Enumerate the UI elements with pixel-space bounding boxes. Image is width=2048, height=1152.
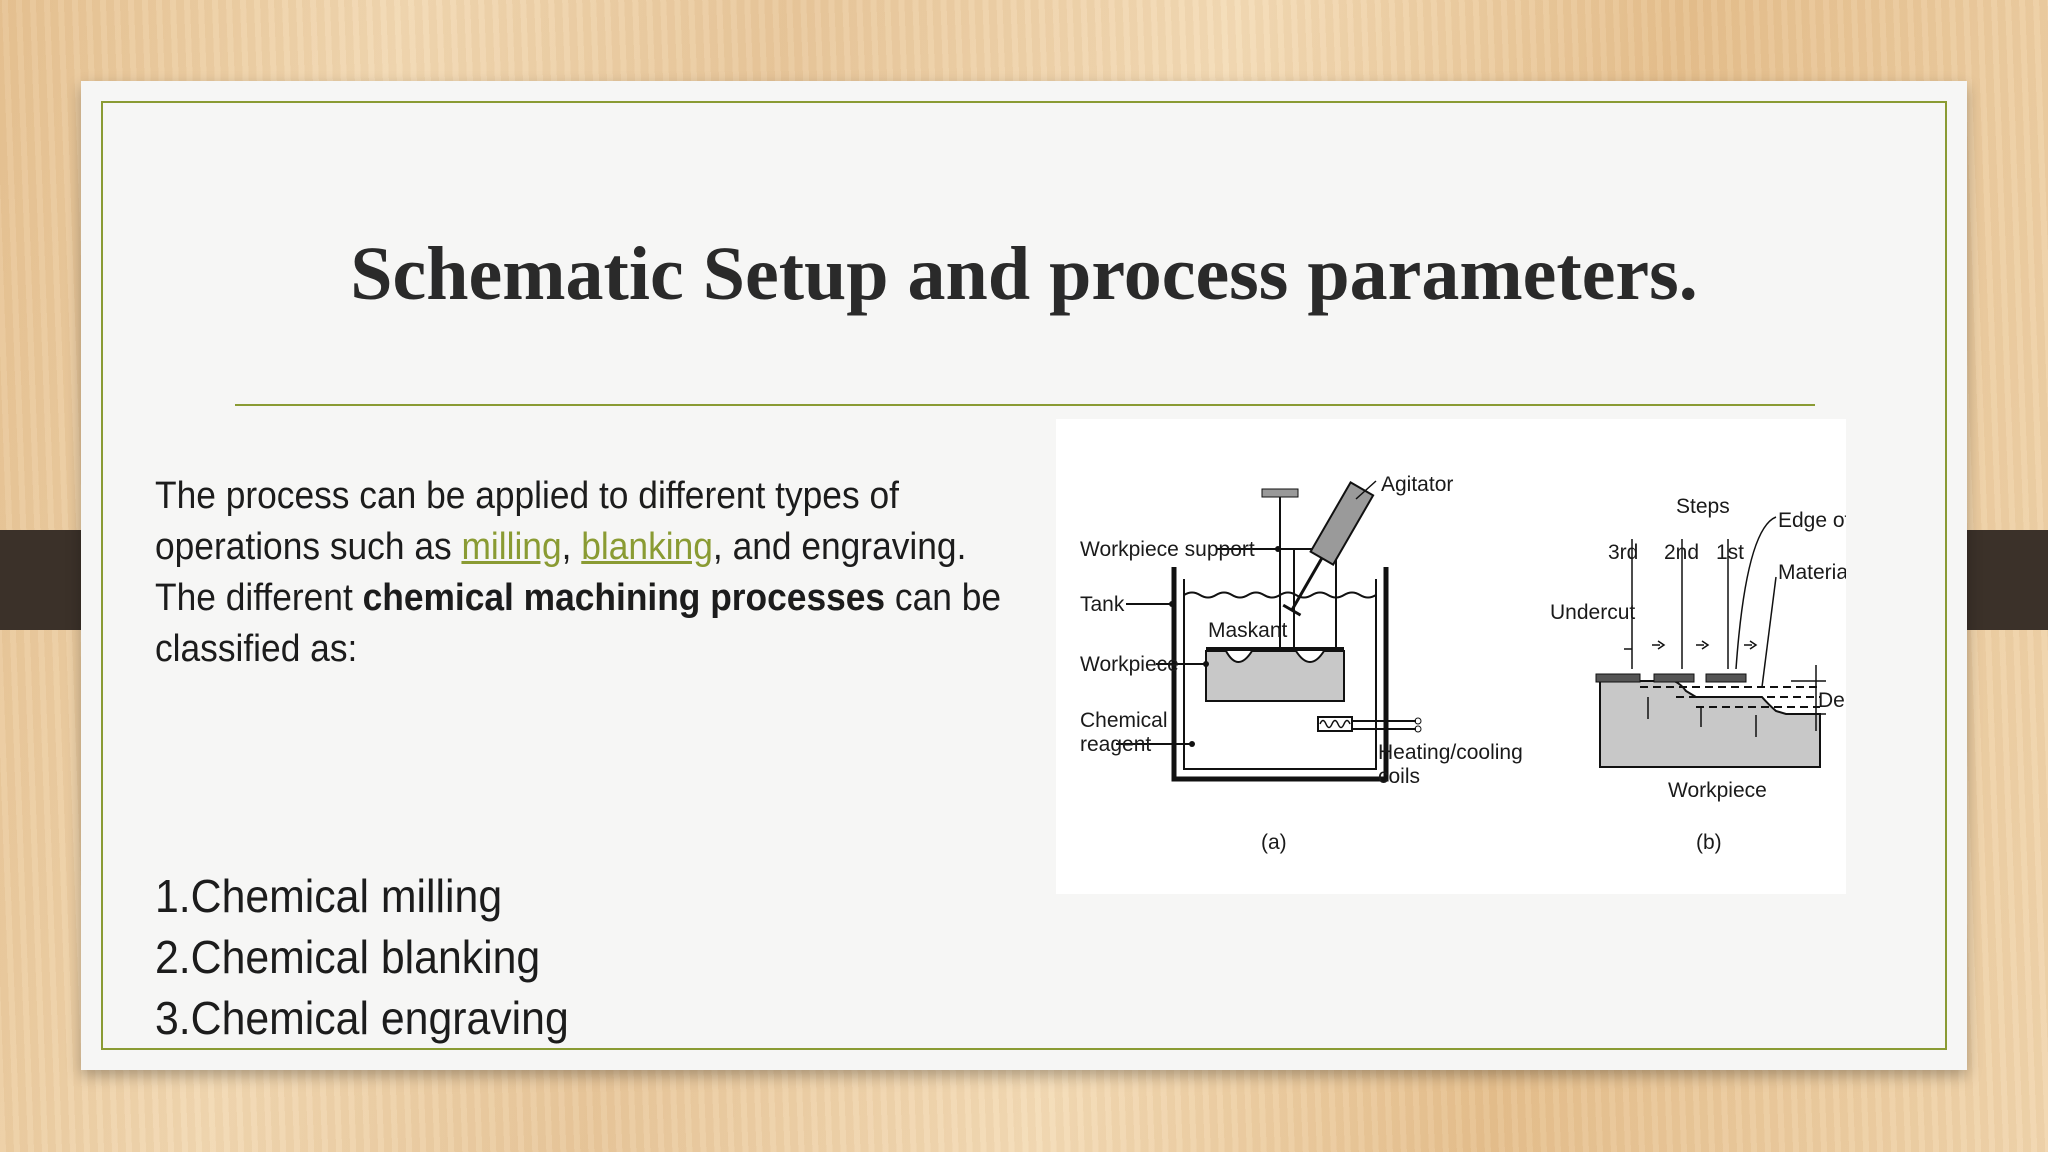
intro-separator: , bbox=[561, 526, 582, 568]
label-reagent: reagent bbox=[1080, 733, 1151, 756]
label-undercut: Undercut bbox=[1550, 601, 1635, 624]
label-1st: 1st bbox=[1716, 541, 1744, 564]
diagram-a: Agitator Workpiece support Tank Maskant … bbox=[1080, 473, 1523, 854]
arrow-mark bbox=[1652, 640, 1666, 650]
label-heating-cooling: Heating/cooling bbox=[1378, 741, 1523, 764]
intro-text-2: , and engraving. The different bbox=[155, 526, 967, 619]
agitator bbox=[1282, 481, 1375, 617]
title-divider bbox=[235, 404, 1815, 406]
workpiece-shape bbox=[1205, 650, 1345, 702]
milling-link[interactable]: milling bbox=[461, 526, 562, 568]
label-maskant: Maskant bbox=[1208, 619, 1288, 642]
list-item: 1.Chemical milling bbox=[155, 870, 503, 922]
tank-outline bbox=[1171, 567, 1389, 782]
list-item: 3.Chemical engraving bbox=[155, 992, 569, 1044]
label-material-removed: Material removed bbox=[1778, 561, 1846, 584]
intro-text-1: The process can be applied to different … bbox=[155, 475, 899, 568]
slide-card: Schematic Setup and process parameters. … bbox=[81, 81, 1967, 1070]
label-tank: Tank bbox=[1080, 593, 1125, 616]
label-workpiece-support: Workpiece support bbox=[1080, 538, 1255, 561]
list-item: 2.Chemical blanking bbox=[155, 931, 541, 983]
arrow-mark bbox=[1744, 640, 1758, 650]
heating-coils bbox=[1317, 716, 1422, 733]
maskant-strip bbox=[1653, 673, 1695, 683]
label-workpiece-b: Workpiece bbox=[1668, 779, 1767, 802]
maskant-strip bbox=[1705, 673, 1747, 683]
process-list: 1.Chemical milling 2.Chemical blanking 3… bbox=[155, 866, 569, 1049]
support-plate bbox=[1261, 488, 1299, 498]
blanking-link[interactable]: blanking bbox=[581, 526, 713, 568]
label-agitator: Agitator bbox=[1381, 473, 1453, 496]
label-chemical: Chemical bbox=[1080, 709, 1168, 732]
tank-inner-wall bbox=[1183, 579, 1377, 770]
label-3rd: 3rd bbox=[1608, 541, 1638, 564]
schematic-diagram: Agitator Workpiece support Tank Maskant … bbox=[1080, 473, 1846, 854]
arrow-mark bbox=[1696, 640, 1710, 650]
caption-a: (a) bbox=[1261, 831, 1287, 854]
label-workpiece-a: Workpiece bbox=[1080, 653, 1179, 676]
intro-bold-term: chemical machining processes bbox=[362, 577, 886, 619]
label-edge-of-maskant: Edge of maskant bbox=[1778, 509, 1846, 532]
label-2nd: 2nd bbox=[1664, 541, 1699, 564]
label-depth: Depth bbox=[1818, 689, 1846, 712]
label-coils: coils bbox=[1378, 765, 1420, 788]
material-leader bbox=[1761, 576, 1777, 688]
intro-paragraph: The process can be applied to different … bbox=[155, 471, 1020, 675]
schematic-figure: Agitator Workpiece support Tank Maskant … bbox=[1056, 419, 1846, 894]
intro-text-3: can be classified as: bbox=[155, 577, 1002, 670]
diagram-b: Steps 3rd 2nd 1st Edge of maskant Materi… bbox=[1550, 495, 1846, 854]
slide-frame bbox=[101, 101, 1947, 1050]
slide-title: Schematic Setup and process parameters. bbox=[350, 232, 1698, 316]
edge-leader bbox=[1735, 516, 1777, 670]
maskant-strip bbox=[1595, 673, 1641, 683]
label-steps: Steps bbox=[1676, 495, 1730, 518]
workpiece-b-shape bbox=[1599, 680, 1821, 768]
leader-agitator bbox=[1355, 480, 1377, 500]
caption-b: (b) bbox=[1696, 831, 1722, 854]
